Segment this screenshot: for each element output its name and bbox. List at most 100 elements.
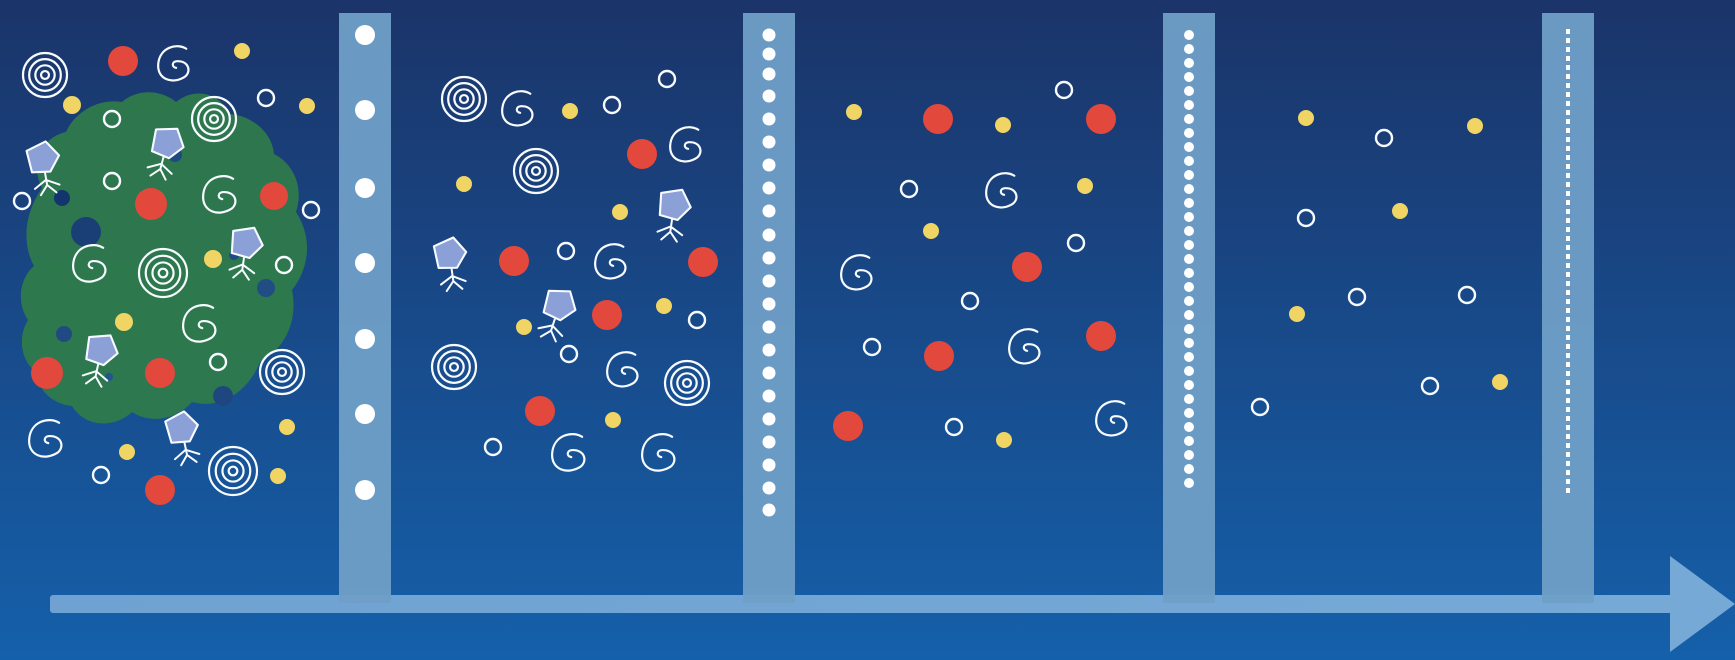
filter-pore-4-52 xyxy=(1566,488,1570,493)
yellow-particle-46 xyxy=(456,176,472,192)
filter-pore-4-46 xyxy=(1566,434,1570,439)
filter-pore-1-3 xyxy=(355,178,375,198)
yellow-particle-9 xyxy=(299,98,315,114)
filter-pore-2-14 xyxy=(762,320,776,334)
ring-particle-27 xyxy=(208,352,228,372)
filter-pore-2-8 xyxy=(762,181,776,195)
filter-pore-4-11 xyxy=(1566,119,1570,124)
filter-pore-3-15 xyxy=(1184,226,1194,236)
ring-particle-77 xyxy=(1066,233,1086,253)
yellow-particle-87 xyxy=(996,432,1012,448)
filter-pore-1-1 xyxy=(355,25,375,45)
filter-pore-3-4 xyxy=(1184,72,1194,82)
red-particle-84 xyxy=(1086,321,1116,351)
yellow-particle-20 xyxy=(204,250,222,268)
filter-pore-4-28 xyxy=(1566,272,1570,277)
filter-pore-2-5 xyxy=(762,112,776,126)
filter-pore-2-16 xyxy=(762,366,776,380)
spiral-particle-83 xyxy=(1008,328,1041,365)
filter-pore-2-17 xyxy=(762,389,776,403)
virus-particle-10 xyxy=(25,140,61,197)
filter-pore-2-9 xyxy=(762,204,776,218)
filter-pore-4-39 xyxy=(1566,371,1570,376)
concentric-particle-19 xyxy=(137,247,189,299)
yellow-particle-89 xyxy=(1298,110,1314,126)
filter-pore-3-10 xyxy=(1184,156,1194,166)
virus-particle-54 xyxy=(537,289,577,343)
concentric-particle-1 xyxy=(21,51,69,99)
filter-pore-1-7 xyxy=(355,480,375,500)
red-particle-85 xyxy=(833,411,863,441)
filter-pore-4-51 xyxy=(1566,479,1570,484)
concentric-particle-59 xyxy=(430,343,478,391)
filter-pore-4-42 xyxy=(1566,398,1570,403)
filter-pore-3-5 xyxy=(1184,86,1194,96)
filter-pores xyxy=(355,25,1570,517)
filter-pore-4-25 xyxy=(1566,245,1570,250)
ring-particle-90 xyxy=(1374,128,1394,148)
filter-pore-4-37 xyxy=(1566,353,1570,358)
filter-pore-4-27 xyxy=(1566,263,1570,268)
ring-particle-98 xyxy=(1420,376,1440,396)
spiral-particle-3 xyxy=(157,45,190,82)
filter-pore-4-38 xyxy=(1566,362,1570,367)
spiral-particle-66 xyxy=(551,433,586,472)
ring-particle-80 xyxy=(960,291,980,311)
filter-pore-3-2 xyxy=(1184,44,1194,54)
filter-pore-2-19 xyxy=(762,435,776,449)
yellow-particle-58 xyxy=(516,319,532,335)
red-particle-79 xyxy=(1012,252,1042,282)
red-particle-13 xyxy=(135,188,167,220)
filter-pore-3-21 xyxy=(1184,310,1194,320)
filter-pore-4-44 xyxy=(1566,416,1570,421)
filter-pore-4-5 xyxy=(1566,65,1570,70)
filter-pore-4-19 xyxy=(1566,191,1570,196)
filter-pore-4-48 xyxy=(1566,452,1570,457)
yellow-particle-48 xyxy=(612,204,628,220)
particle-field xyxy=(12,43,1508,505)
filter-pore-2-7 xyxy=(762,158,776,172)
concentric-particle-34 xyxy=(207,445,259,497)
filter-pore-3-17 xyxy=(1184,254,1194,264)
yellow-particle-91 xyxy=(1467,118,1483,134)
filter-pore-3-1 xyxy=(1184,30,1194,40)
filter-pore-4-36 xyxy=(1566,344,1570,349)
concentric-particle-7 xyxy=(190,95,238,143)
filter-pore-2-3 xyxy=(762,67,776,81)
filter-pore-3-18 xyxy=(1184,268,1194,278)
filter-pore-4-1 xyxy=(1566,29,1570,34)
filter-pore-4-20 xyxy=(1566,200,1570,205)
yellow-particle-68 xyxy=(846,104,862,120)
ring-particle-6 xyxy=(102,109,122,129)
filter-pore-3-23 xyxy=(1184,338,1194,348)
yellow-particle-56 xyxy=(656,298,672,314)
yellow-particle-94 xyxy=(1289,306,1305,322)
spiral-particle-61 xyxy=(606,351,639,388)
filter-pore-4-14 xyxy=(1566,146,1570,151)
filter-pore-3-32 xyxy=(1184,464,1194,474)
ring-particle-12 xyxy=(102,171,122,191)
filter-pore-3-31 xyxy=(1184,450,1194,460)
filter-pore-2-4 xyxy=(762,89,776,103)
filter-pore-4-26 xyxy=(1566,254,1570,259)
ring-particle-60 xyxy=(559,344,579,364)
filter-pore-2-22 xyxy=(762,503,776,517)
spiral-particle-52 xyxy=(594,243,627,280)
filter-pore-3-20 xyxy=(1184,296,1194,306)
yellow-particle-23 xyxy=(115,313,133,331)
filter-pore-3-14 xyxy=(1184,212,1194,222)
spiral-particle-14 xyxy=(202,175,237,214)
filter-pore-2-2 xyxy=(762,47,776,61)
filter-pore-3-25 xyxy=(1184,366,1194,376)
filter-pore-3-28 xyxy=(1184,408,1194,418)
yellow-particle-33 xyxy=(119,444,135,460)
filter-pore-4-4 xyxy=(1566,56,1570,61)
filter-pore-4-7 xyxy=(1566,83,1570,88)
ring-particle-81 xyxy=(862,337,882,357)
filter-pore-4-10 xyxy=(1566,110,1570,115)
filter-3-bar xyxy=(1163,13,1215,603)
filter-pore-1-6 xyxy=(355,404,375,424)
spiral-particle-44 xyxy=(669,126,702,163)
yellow-particle-93 xyxy=(1392,203,1408,219)
